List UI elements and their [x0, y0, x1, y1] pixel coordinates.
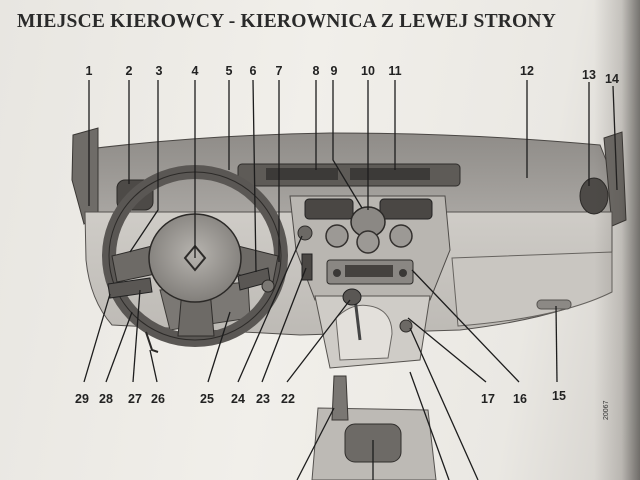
- center-vent-left: [304, 198, 354, 220]
- callout-4: 4: [192, 64, 199, 78]
- callout-numbers-top: 1 2 3 4 5 6 7 8 9 10 11 12 13 14: [86, 64, 619, 86]
- callout-7: 7: [276, 64, 283, 78]
- callout-12: 12: [520, 64, 534, 78]
- handbrake: [331, 375, 349, 421]
- callout-2: 2: [126, 64, 133, 78]
- callout-1: 1: [86, 64, 93, 78]
- callout-23: 23: [256, 392, 270, 406]
- display-screen-left: [266, 168, 338, 180]
- climate-knob-right: [389, 224, 413, 248]
- callout-11: 11: [388, 64, 401, 78]
- callout-29: 29: [75, 392, 89, 406]
- callout-8: 8: [313, 64, 320, 78]
- callout-3: 3: [156, 64, 163, 78]
- climate-knob-left: [325, 224, 349, 248]
- radio-knob-right: [399, 269, 407, 277]
- renault-logo-icon: [183, 244, 207, 272]
- gear-stick: [353, 297, 362, 341]
- page-title: MIEJSCE KIEROWCY - KIEROWNICA Z LEWEJ ST…: [17, 11, 556, 33]
- callout-28: 28: [99, 392, 113, 406]
- callout-14: 14: [605, 72, 619, 86]
- callout-lines-top: [88, 79, 618, 273]
- callout-10: 10: [361, 64, 375, 78]
- callout-24: 24: [231, 392, 245, 406]
- climate-knob-center: [356, 230, 380, 254]
- callout-13: 13: [582, 68, 596, 82]
- right-air-vent: [579, 177, 609, 215]
- gear-knob: [342, 288, 362, 306]
- left-pillar: [71, 127, 99, 225]
- callout-15: 15: [552, 389, 566, 403]
- ignition-key: [261, 279, 275, 293]
- glovebox: [451, 251, 613, 327]
- console-switch: [297, 225, 313, 241]
- radio-display: [345, 265, 393, 277]
- callout-6: 6: [250, 64, 257, 78]
- callout-lines-bottom: [83, 235, 558, 480]
- callout-9: 9: [331, 64, 338, 78]
- card-slot: [301, 253, 313, 281]
- console-button: [399, 319, 413, 333]
- figure-code: 20067: [603, 400, 610, 420]
- callout-numbers-bottom: 29 28 27 26 25 24 23 22 17 16 15: [75, 389, 566, 406]
- bonnet-release: [145, 331, 159, 353]
- callout-27: 27: [128, 392, 142, 406]
- gear-boot: [335, 304, 393, 361]
- callout-17: 17: [481, 392, 495, 406]
- callout-25: 25: [200, 392, 214, 406]
- glovebox-handle: [536, 299, 572, 310]
- center-vent-right: [379, 198, 433, 220]
- radio-knob-left: [333, 269, 341, 277]
- callout-22: 22: [281, 392, 295, 406]
- callout-5: 5: [226, 64, 233, 78]
- display-screen-right: [350, 168, 430, 180]
- page-title-text: MIEJSCE KIEROWCY - KIEROWNICA Z LEWEJ ST…: [17, 11, 556, 32]
- left-stalk: [107, 277, 153, 299]
- callout-16: 16: [513, 392, 527, 406]
- callout-26: 26: [151, 392, 165, 406]
